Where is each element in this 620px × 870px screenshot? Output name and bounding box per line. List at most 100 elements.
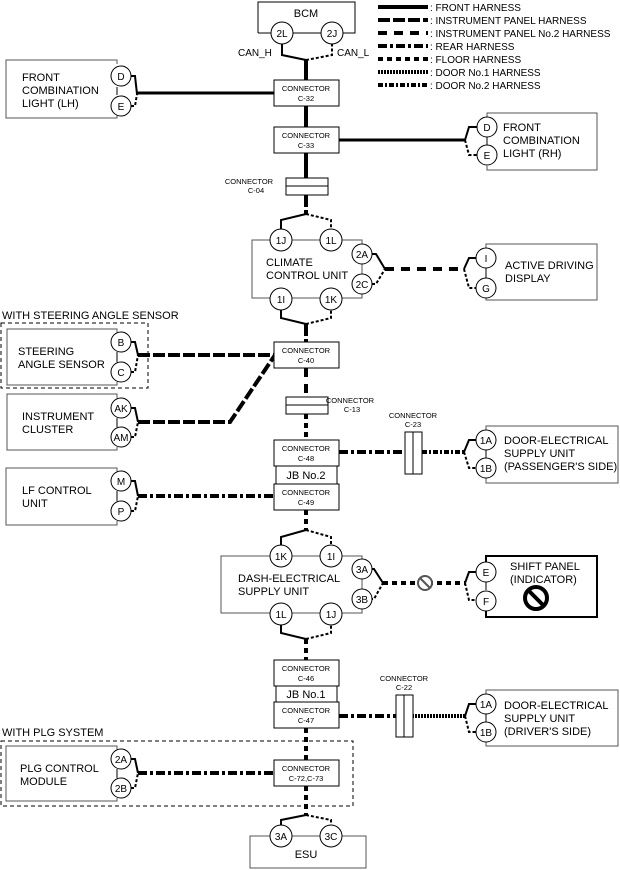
junction-block-1[interactable]: JB No.1	[275, 685, 338, 703]
desu-ps-pin-1a[interactable]	[475, 429, 497, 451]
desu-ds-pin-1a[interactable]	[475, 693, 497, 715]
ic-pin-am[interactable]	[110, 426, 132, 448]
ccu-pin-2c[interactable]	[351, 273, 373, 295]
add-pin-i[interactable]	[475, 247, 497, 269]
shift-line1: SHIFT PANEL	[510, 561, 580, 573]
steering-angle-sensor[interactable]: STEERING ANGLE SENSOR B C	[6, 328, 132, 386]
connector-c22-id: C-22	[396, 683, 412, 692]
fcl-lh-pin-d-label: D	[117, 72, 124, 83]
wire-dash-1j	[305, 625, 332, 640]
connector-c49[interactable]: CONNECTOR C-49	[273, 483, 340, 511]
dash-pin-1j[interactable]	[319, 602, 343, 626]
desu-ds-pin-1b[interactable]	[475, 721, 497, 743]
fcl-lh-pin-d[interactable]	[110, 65, 132, 87]
wire-add-i	[463, 257, 476, 270]
fcl-rh-pin-d[interactable]	[476, 116, 498, 138]
plg-control-module[interactable]: PLG CONTROL MODULE 2A 2B	[5, 745, 132, 802]
dash-pin-1i[interactable]	[319, 544, 343, 568]
shift-panel-indicator[interactable]: SHIFT PANEL (INDICATOR) E F	[475, 555, 598, 618]
ic-pin-ak[interactable]	[110, 397, 132, 419]
wire-ic-c40	[138, 353, 277, 424]
esu-unit[interactable]: ESU 3A 3C	[249, 824, 367, 869]
connector-c13[interactable]: CONNECTOR C-13	[285, 396, 375, 415]
wire-dash-1i	[305, 529, 332, 548]
plg-pin-2b[interactable]	[110, 777, 132, 799]
connector-c48[interactable]: CONNECTOR C-48	[273, 439, 340, 467]
dash-pin-1k[interactable]	[269, 544, 293, 568]
connector-c33[interactable]: CONNECTOR C-33	[273, 126, 340, 154]
lf-control-unit[interactable]: LF CONTROL UNIT M P	[5, 467, 132, 526]
connector-c40-id: C-40	[298, 356, 314, 365]
wire-can-l-bcm	[305, 44, 333, 61]
ccu-pin-1j[interactable]	[269, 228, 293, 252]
connector-c47[interactable]: CONNECTOR C-47	[273, 701, 340, 729]
esu-pin-3c-label: 3C	[325, 832, 338, 843]
connector-c33-title: CONNECTOR	[282, 131, 331, 140]
legend-label-rear: : REAR HARNESS	[430, 42, 515, 53]
door-electrical-supply-unit-passenger[interactable]: DOOR-ELECTRICAL SUPPLY UNIT (PASSENGER'S…	[475, 425, 619, 484]
connector-c13-title: CONNECTOR	[326, 396, 375, 405]
ccu-pin-1l[interactable]	[319, 228, 343, 252]
sas-pin-b[interactable]	[110, 331, 132, 353]
fcl-lh-pin-e[interactable]	[110, 95, 132, 117]
lf-pin-p-label: P	[118, 507, 125, 518]
connector-c40[interactable]: CONNECTOR C-40	[273, 341, 340, 369]
dash-pin-3a[interactable]	[351, 558, 373, 580]
sas-group-frame	[0, 322, 149, 389]
connector-c22[interactable]: CONNECTOR C-22	[380, 674, 429, 738]
shift-pin-f[interactable]	[475, 590, 497, 612]
plg-pin-2a[interactable]	[110, 748, 132, 770]
esu-pin-3c[interactable]	[319, 824, 343, 848]
plg-group-label: WITH PLG SYSTEM	[2, 727, 103, 739]
ccu-pin-1i[interactable]	[269, 287, 293, 311]
bcm-pin-2j[interactable]	[320, 21, 344, 45]
plg-pin-2b-label: 2B	[115, 784, 128, 795]
wire-shift-e	[464, 571, 476, 584]
wire-fcl-lh-d	[131, 75, 138, 95]
add-pin-g[interactable]	[475, 277, 497, 299]
fcl-rh-line2: COMBINATION	[503, 135, 580, 147]
wire-ccu-1i	[280, 310, 307, 325]
fcl-lh-pin-e-label: E	[118, 102, 125, 113]
connector-c72-c73[interactable]: CONNECTOR C-72,C-73	[273, 759, 340, 787]
ccu-pin-1k[interactable]	[319, 287, 343, 311]
connector-c32[interactable]: CONNECTOR C-32	[273, 79, 340, 107]
junction-block-2[interactable]: JB No.2	[275, 465, 338, 485]
shift-pin-e[interactable]	[475, 561, 497, 583]
wire-fcl-lh-e	[131, 93, 138, 107]
bcm-unit[interactable]: BCM 2L 2J CAN_H CAN_L	[238, 1, 370, 59]
sas-pin-c[interactable]	[110, 361, 132, 383]
climate-control-unit[interactable]: CLIMATE CONTROL UNIT 1J 1L 1I 1K 2A 2C	[251, 228, 373, 311]
bcm-pin-2l[interactable]	[270, 21, 294, 45]
ic-pin-ak-label: AK	[114, 404, 128, 415]
shift-pin-e-label: E	[483, 568, 490, 579]
wire-desu-ps-1b	[463, 451, 476, 469]
ccu-pin-1l-label: 1L	[325, 236, 337, 247]
dash-pin-1l[interactable]	[269, 602, 293, 626]
connector-c47-title: CONNECTOR	[282, 706, 331, 715]
fcl-rh-pin-e[interactable]	[476, 144, 498, 166]
active-driving-display[interactable]: ACTIVE DRIVING DISPLAY I G	[475, 243, 598, 301]
connector-c46[interactable]: CONNECTOR C-46	[273, 659, 340, 687]
connector-c23[interactable]: CONNECTOR C-23	[389, 411, 438, 475]
front-combination-light-lh[interactable]: FRONT COMBINATION LIGHT (LH) D E	[5, 59, 132, 119]
desu-ps-pin-1b[interactable]	[475, 457, 497, 479]
ccu-pin-2a[interactable]	[351, 243, 373, 265]
dash-pin-3b[interactable]	[351, 588, 373, 610]
connector-c04[interactable]: CONNECTOR C-04	[225, 177, 329, 196]
shift-line2: (INDICATOR)	[510, 574, 577, 586]
esu-pin-3a[interactable]	[269, 824, 293, 848]
instrument-cluster[interactable]: INSTRUMENT CLUSTER AK AM	[6, 393, 132, 451]
ic-pin-am-label: AM	[114, 433, 129, 444]
desu-ds-line2: SUPPLY UNIT	[504, 713, 575, 725]
ccu-pin-1j-label: 1J	[276, 236, 287, 247]
door-electrical-supply-unit-driver[interactable]: DOOR-ELECTRICAL SUPPLY UNIT (DRIVER'S SI…	[475, 689, 619, 747]
esu-label: ESU	[295, 849, 318, 861]
lf-pin-p[interactable]	[110, 500, 132, 522]
lf-pin-m[interactable]	[110, 470, 132, 492]
ccu-pin-2c-label: 2C	[356, 280, 369, 291]
front-combination-light-rh[interactable]: FRONT COMBINATION LIGHT (RH) D E	[476, 112, 598, 171]
dash-electrical-supply-unit[interactable]: DASH-ELECTRICAL SUPPLY UNIT 1K 1I 1L 1J …	[220, 544, 373, 626]
connector-c72-title: CONNECTOR	[282, 764, 331, 773]
trunk-wires	[280, 44, 333, 828]
